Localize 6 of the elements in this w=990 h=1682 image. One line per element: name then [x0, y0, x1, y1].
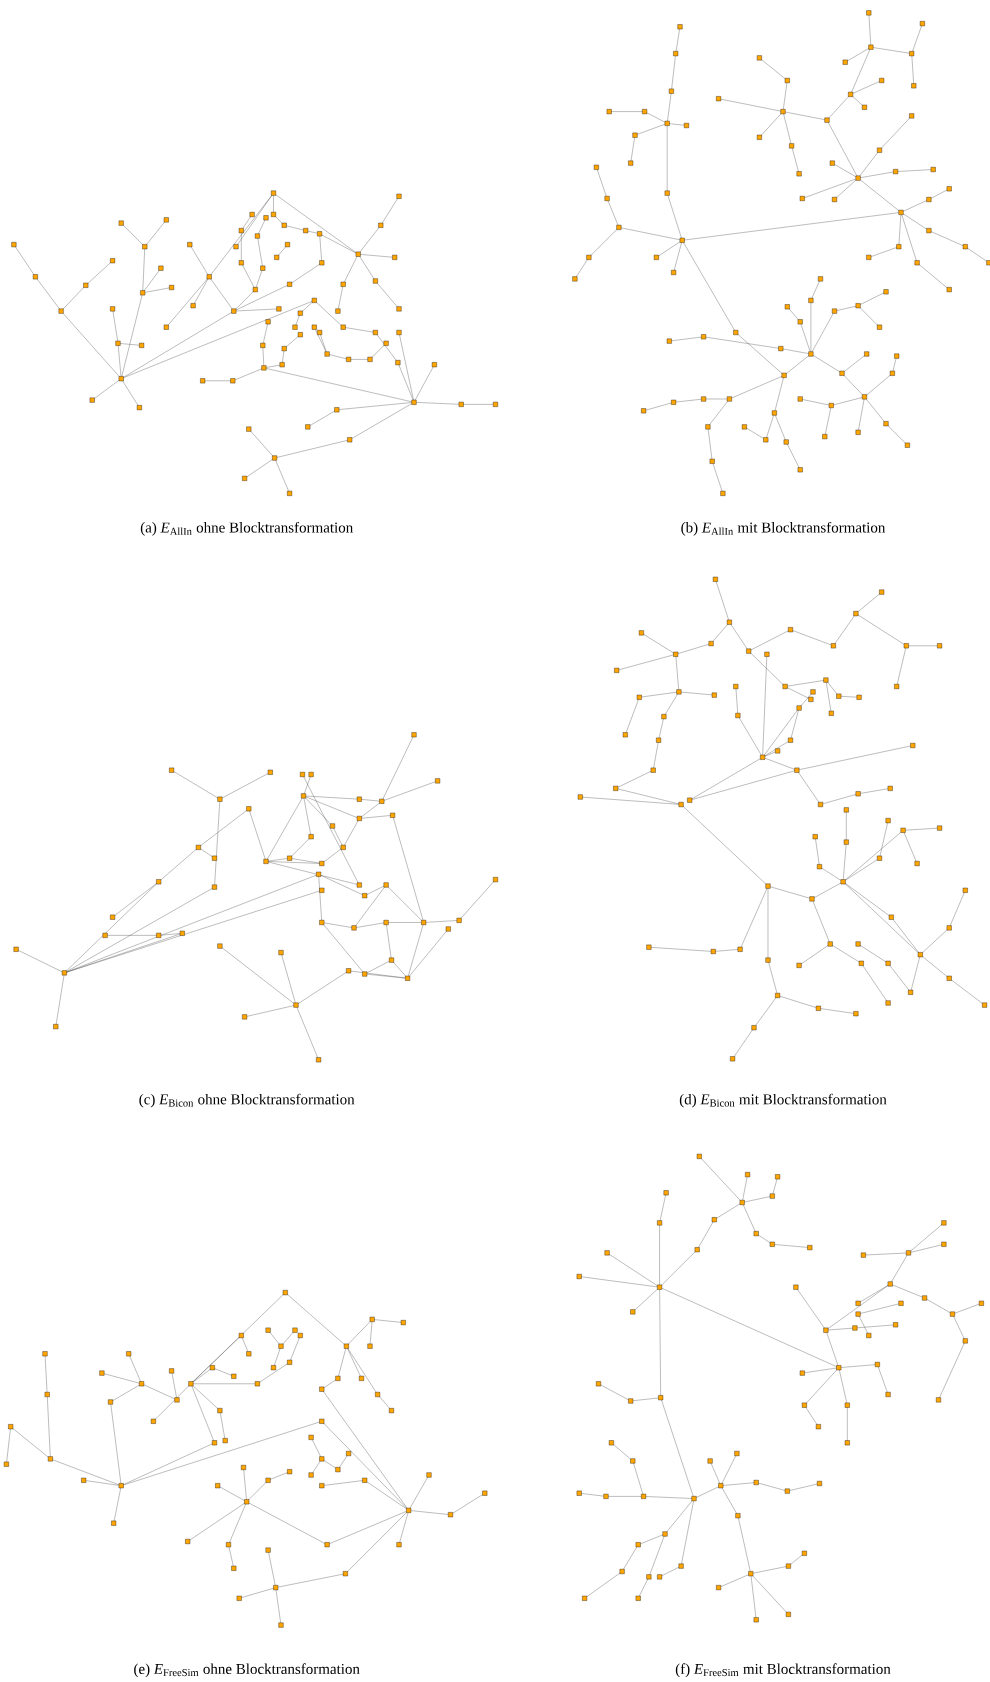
caption: (e) E$_{FreeSim}$ ohne Blocktransformation: [134, 1663, 360, 1678]
caption: (a) E$_{AllIn}$ ohne Blocktransformation: [140, 521, 353, 536]
caption: (b) E$_{AllIn}$ mit Blocktransformation: [681, 521, 886, 536]
caption: (c) E$_{Bicon}$ ohne Blocktransformation: [139, 1093, 355, 1108]
caption: (d) E$_{Bicon}$ mit Blocktransformation: [679, 1093, 887, 1108]
caption: (f) E$_{FreeSim}$ mit Blocktransformation: [675, 1663, 891, 1678]
